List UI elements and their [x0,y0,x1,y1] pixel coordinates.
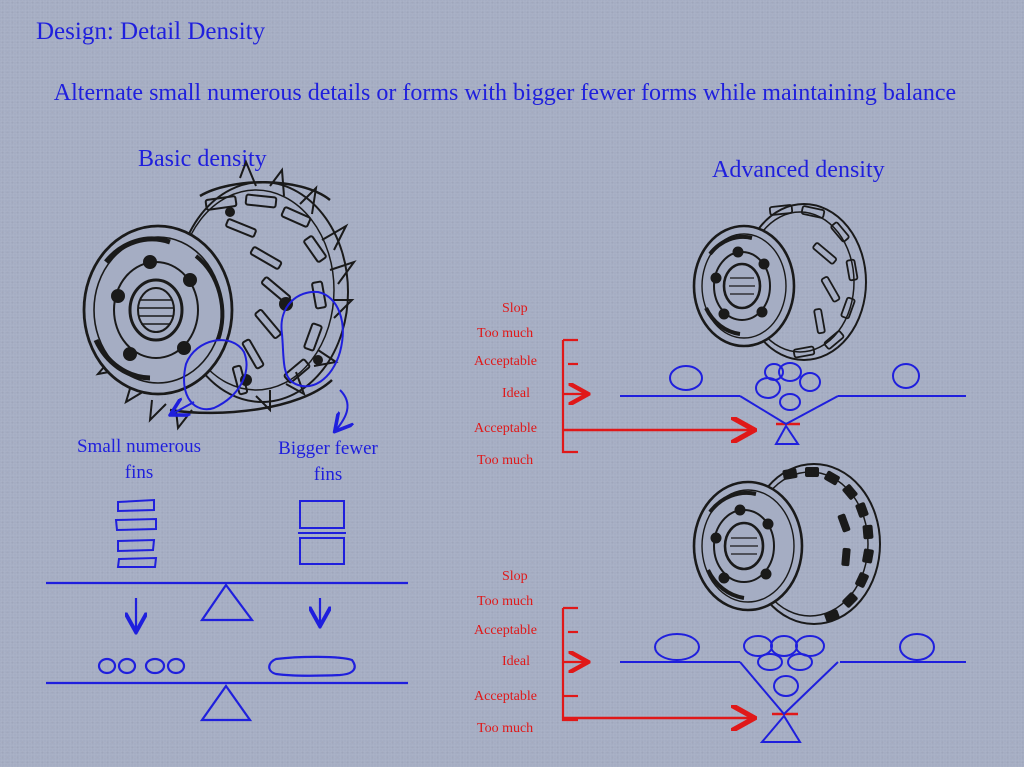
scale-bottom-too-much-1: Too much [477,594,534,609]
funnel-bottom [620,633,966,743]
small-wheel-sketch-1 [692,203,867,361]
big-fins-label: Bigger fewer fins [278,438,378,485]
scale-top-too-much-2: Too much [477,453,534,468]
large-wheel-sketch [82,159,357,431]
balance-beam-top [46,581,408,630]
scale-bottom-ideal: Ideal [502,654,530,669]
scale-top-ideal: Ideal [502,386,530,401]
scale-bottom-acceptable-2: Acceptable [474,689,537,704]
fin-icons-small [114,498,158,568]
balance-beam-bottom [46,655,408,722]
scale-top-slop: Slop [502,301,528,316]
small-fins-label: Small numerous fins [76,436,202,483]
funnel-top [620,362,966,445]
density-scale-top [561,338,800,454]
scale-bottom-acceptable-1: Acceptable [474,623,537,638]
fin-icons-big [298,500,346,565]
scale-top-acceptable-2: Acceptable [474,421,537,436]
scale-top-acceptable-1: Acceptable [474,354,537,369]
scale-bottom-too-much-2: Too much [477,721,534,736]
small-wheel-sketch-2 [692,463,881,625]
slide-subtitle: Alternate small numerous details or form… [53,80,957,106]
slide-title: Design: Detail Density [36,18,266,45]
scale-bottom-slop: Slop [502,569,528,584]
basic-density-heading: Basic density [138,146,267,172]
highlight-circles [172,290,348,430]
scale-top-too-much-1: Too much [477,326,534,341]
advanced-density-heading: Advanced density [712,157,885,183]
density-scale-bottom [561,606,798,720]
